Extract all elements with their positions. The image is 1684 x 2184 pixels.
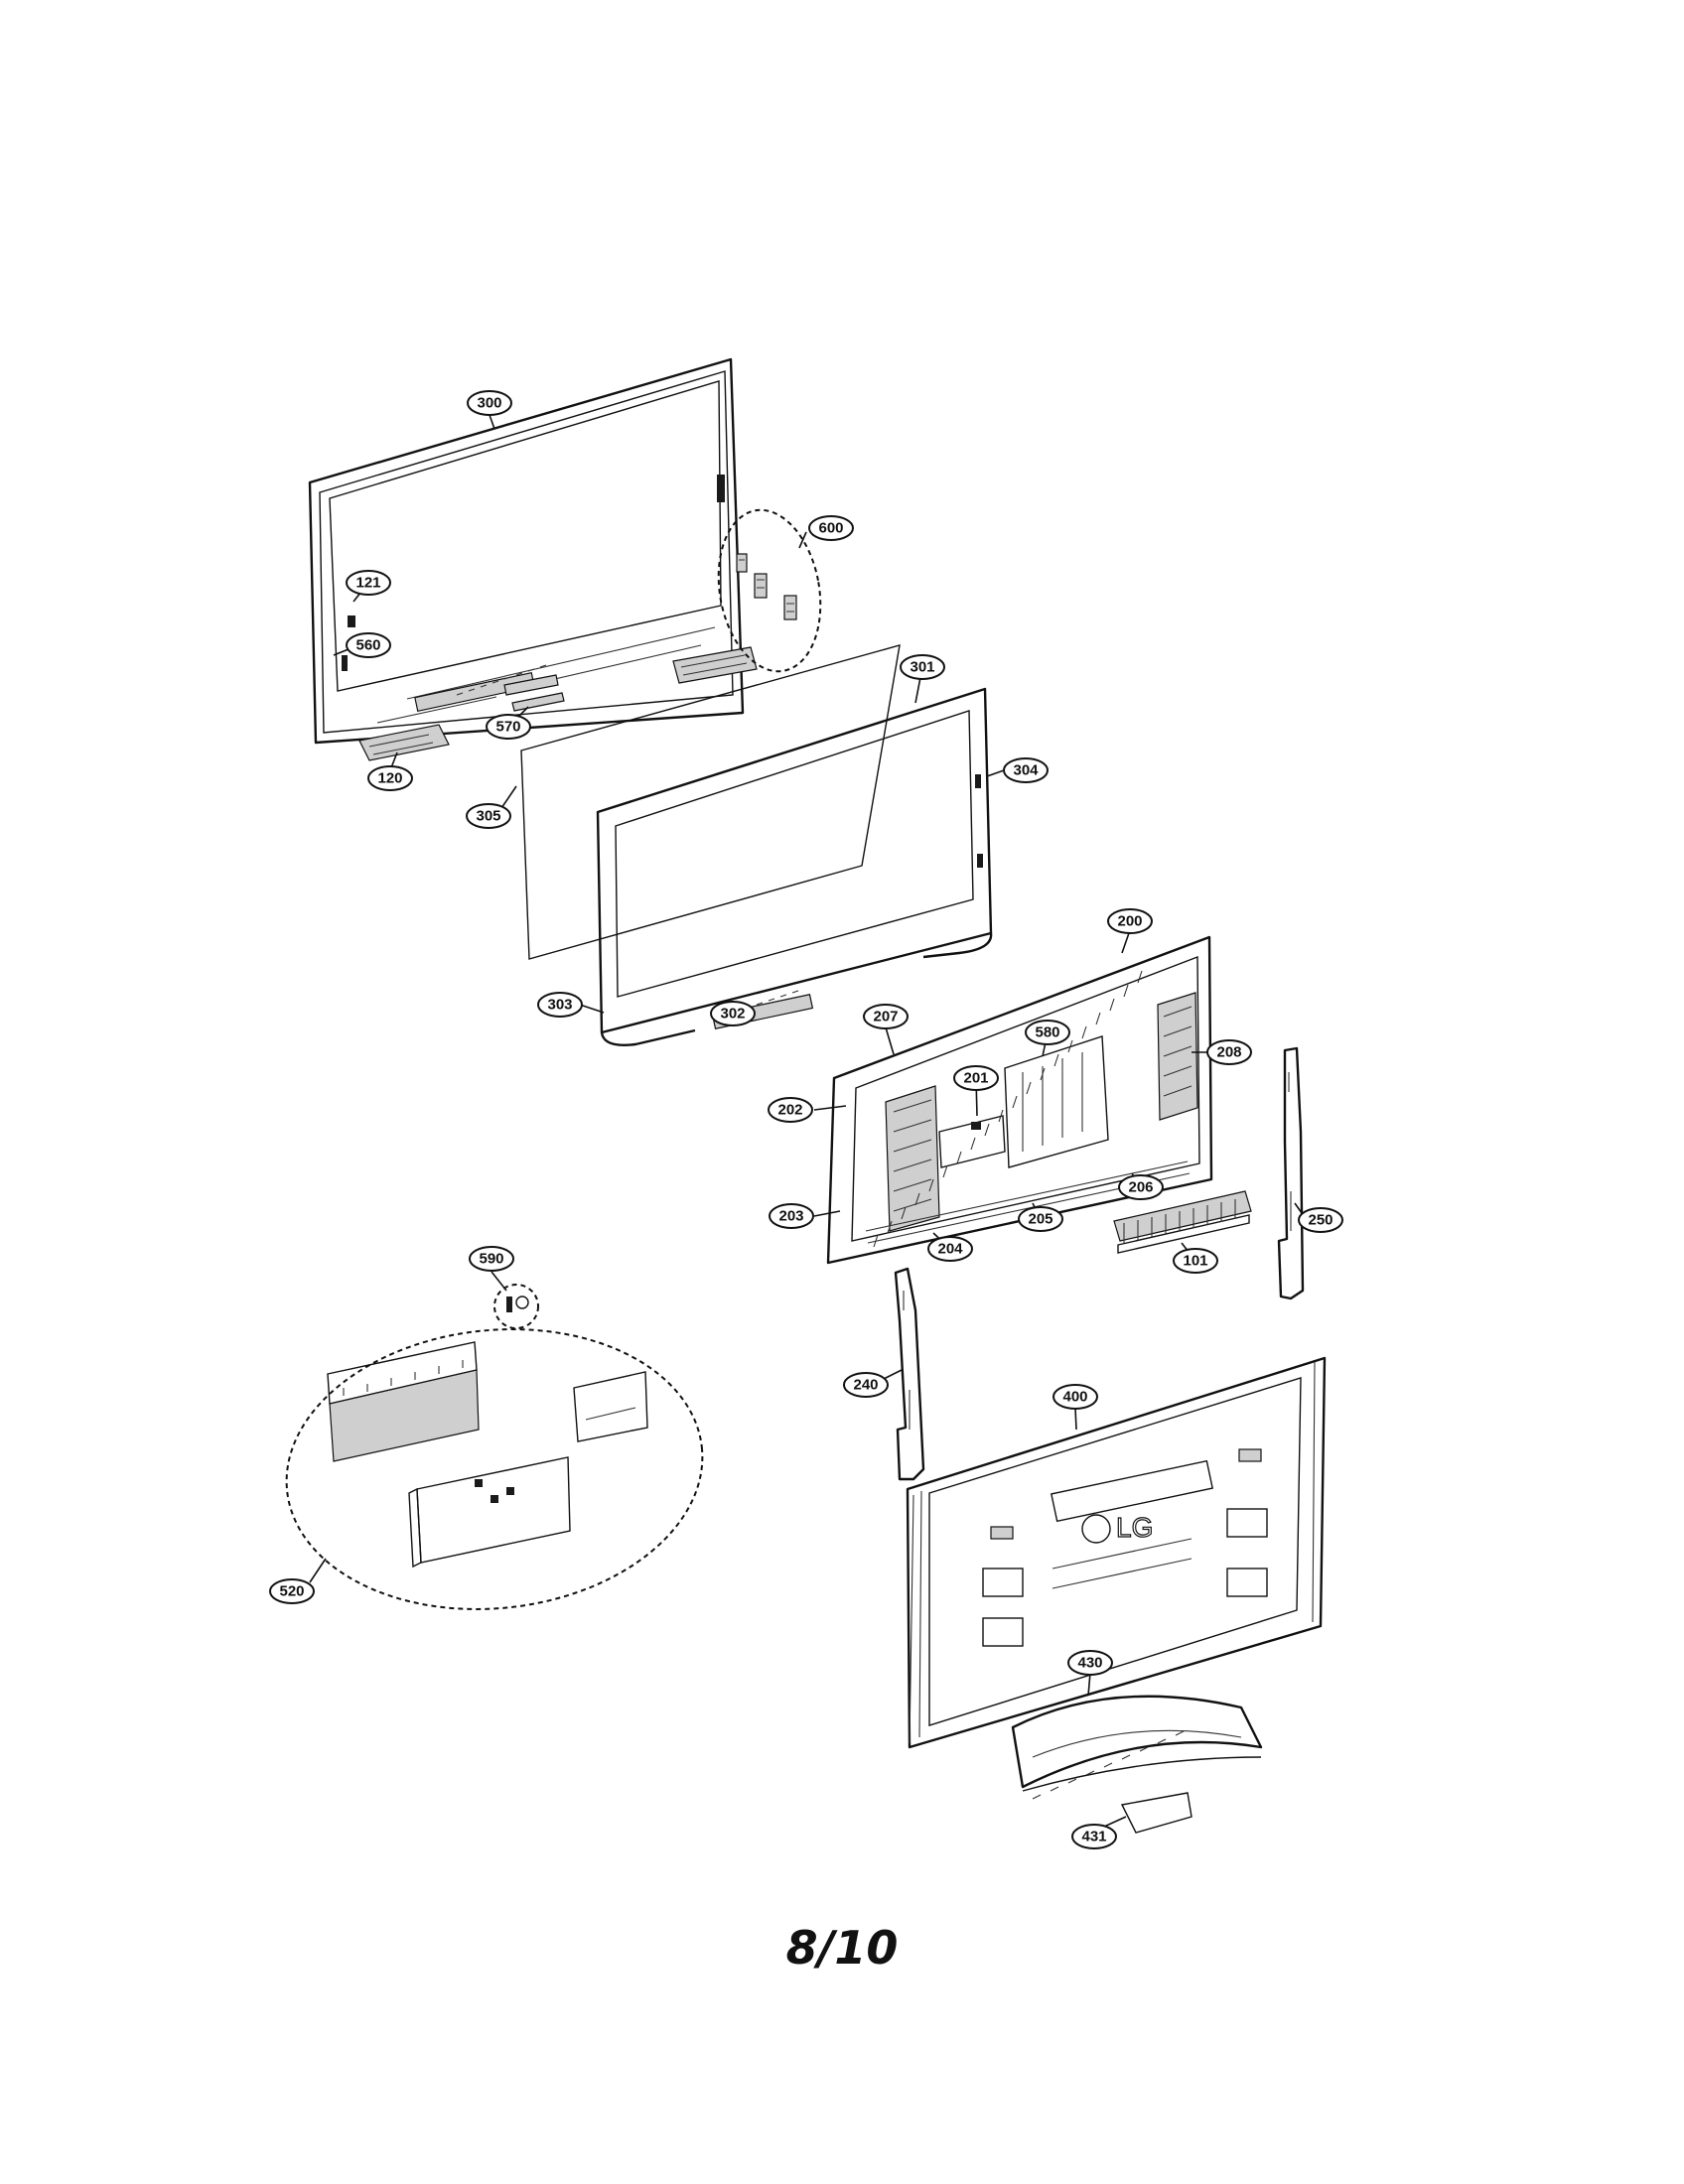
callout-204: 204 bbox=[927, 1236, 973, 1262]
callout-300: 300 bbox=[467, 390, 512, 416]
stand-bracket-240 bbox=[894, 1267, 925, 1481]
svg-text:250: 250 bbox=[1308, 1212, 1333, 1229]
screw-part-590 bbox=[493, 1284, 539, 1329]
back-cover-400: LG bbox=[906, 1356, 1327, 1749]
svg-text:304: 304 bbox=[1013, 762, 1039, 779]
svg-text:207: 207 bbox=[873, 1009, 898, 1025]
svg-text:203: 203 bbox=[778, 1208, 803, 1225]
stand-cover-431 bbox=[1120, 1792, 1193, 1834]
svg-text:600: 600 bbox=[818, 520, 843, 537]
callout-303: 303 bbox=[537, 992, 583, 1018]
svg-text:560: 560 bbox=[355, 637, 380, 654]
control-board-570 bbox=[503, 674, 565, 712]
board-group-520 bbox=[285, 1328, 704, 1610]
svg-text:208: 208 bbox=[1216, 1044, 1241, 1061]
callout-120: 120 bbox=[367, 765, 413, 791]
svg-text:204: 204 bbox=[937, 1241, 963, 1258]
svg-text:201: 201 bbox=[963, 1070, 988, 1087]
svg-text:202: 202 bbox=[777, 1102, 802, 1119]
callout-207: 207 bbox=[863, 1004, 909, 1029]
svg-text:101: 101 bbox=[1183, 1253, 1207, 1270]
callout-205: 205 bbox=[1018, 1206, 1063, 1232]
callout-430: 430 bbox=[1067, 1650, 1113, 1676]
svg-text:121: 121 bbox=[355, 575, 380, 592]
callout-240: 240 bbox=[843, 1372, 889, 1398]
filter-glass-305 bbox=[520, 644, 901, 960]
callout-590: 590 bbox=[469, 1246, 514, 1272]
callout-520: 520 bbox=[269, 1578, 315, 1604]
svg-text:301: 301 bbox=[910, 659, 934, 676]
callout-200: 200 bbox=[1107, 908, 1153, 934]
callout-101: 101 bbox=[1173, 1248, 1218, 1274]
svg-text:300: 300 bbox=[477, 395, 501, 412]
svg-text:305: 305 bbox=[476, 808, 500, 825]
callout-580: 580 bbox=[1025, 1020, 1070, 1045]
callout-301: 301 bbox=[900, 654, 945, 680]
callout-121: 121 bbox=[346, 570, 391, 596]
callout-560: 560 bbox=[346, 632, 391, 658]
bracket-101 bbox=[1113, 1190, 1252, 1254]
callout-305: 305 bbox=[466, 803, 511, 829]
front-bezel-300 bbox=[308, 357, 745, 745]
svg-text:120: 120 bbox=[377, 770, 402, 787]
plasma-module-200 bbox=[826, 935, 1213, 1265]
svg-text:431: 431 bbox=[1081, 1829, 1106, 1845]
page-number: 8/10 bbox=[785, 1921, 899, 1975]
callout-201: 201 bbox=[953, 1065, 999, 1091]
svg-text:400: 400 bbox=[1062, 1389, 1087, 1406]
svg-text:570: 570 bbox=[495, 719, 520, 736]
callout-400: 400 bbox=[1052, 1384, 1098, 1410]
speaker-left-120 bbox=[358, 724, 450, 761]
callout-202: 202 bbox=[768, 1097, 813, 1123]
callout-304: 304 bbox=[1003, 757, 1049, 783]
svg-text:LG: LG bbox=[1116, 1512, 1153, 1543]
callout-431: 431 bbox=[1071, 1824, 1117, 1849]
svg-text:590: 590 bbox=[479, 1251, 503, 1268]
svg-text:303: 303 bbox=[547, 997, 572, 1014]
svg-text:240: 240 bbox=[853, 1377, 878, 1394]
panel-frame-301 bbox=[596, 687, 993, 1046]
callout-206: 206 bbox=[1118, 1174, 1164, 1200]
detail-group-600 bbox=[717, 508, 822, 673]
svg-text:302: 302 bbox=[720, 1006, 745, 1023]
callout-250: 250 bbox=[1298, 1207, 1343, 1233]
callout-208: 208 bbox=[1206, 1039, 1252, 1065]
svg-text:205: 205 bbox=[1028, 1211, 1052, 1228]
svg-text:430: 430 bbox=[1077, 1655, 1102, 1672]
callout-600: 600 bbox=[808, 515, 854, 541]
svg-text:200: 200 bbox=[1117, 913, 1142, 930]
callout-302: 302 bbox=[710, 1001, 756, 1026]
callout-570: 570 bbox=[486, 714, 531, 740]
leader-lines bbox=[309, 414, 1308, 1828]
stand-base-430 bbox=[1011, 1695, 1263, 1800]
callout-203: 203 bbox=[769, 1203, 814, 1229]
svg-text:580: 580 bbox=[1035, 1024, 1059, 1041]
svg-text:520: 520 bbox=[279, 1583, 304, 1600]
speaker-right bbox=[672, 646, 758, 684]
svg-text:206: 206 bbox=[1128, 1179, 1153, 1196]
stand-bracket-250 bbox=[1277, 1046, 1305, 1300]
